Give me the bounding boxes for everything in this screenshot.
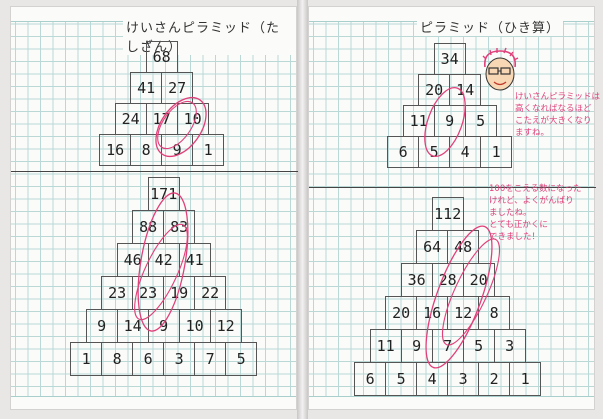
pyramid-cell: 88 (132, 210, 164, 244)
pyramid-cell: 27 (161, 72, 193, 104)
pyramid-row: 68 (146, 41, 178, 73)
pyramid-cell: 16 (99, 134, 131, 166)
page-footer-strip (11, 396, 296, 409)
pyramid-cell: 9 (401, 329, 433, 363)
pyramid-cell: 112 (432, 197, 464, 231)
pyramid-cell: 20 (385, 296, 417, 330)
pyramid-cell: 28 (432, 263, 464, 297)
pyramid-cell: 4 (449, 136, 481, 168)
pyramid-cell: 5 (463, 329, 495, 363)
pyramid-cell: 5 (418, 136, 450, 168)
pyramid-cell: 6 (387, 136, 419, 168)
pyramid-cell: 41 (179, 243, 211, 277)
teacher-comment-2: 100をこえる数になった けれど、よくがんばり ましたね。 とても正かくに でき… (489, 183, 589, 243)
pyramid-cell: 1 (192, 134, 224, 166)
pyramid-cell: 46 (117, 243, 149, 277)
section-divider (11, 171, 298, 172)
pyramid-cell: 83 (163, 210, 195, 244)
pyramid-cell: 8 (130, 134, 162, 166)
pyramid-cell: 7 (432, 329, 464, 363)
pyramid-cell: 36 (401, 263, 433, 297)
pyramid-cell: 2 (478, 362, 510, 396)
pyramid-cell: 3 (447, 362, 479, 396)
pyramid-cell: 6 (132, 342, 164, 376)
pyramid-row: 34 (434, 43, 466, 75)
pyramid-cell: 5 (225, 342, 257, 376)
pyramid-cell: 9 (161, 134, 193, 166)
page-footer-strip (309, 396, 594, 409)
pyramid-cell: 9 (434, 105, 466, 137)
teacher-face-drawing (477, 47, 523, 97)
pyramid-cell: 16 (416, 296, 448, 330)
pyramid-cell: 68 (146, 41, 178, 73)
pyramid-row: 112 (432, 197, 464, 231)
pyramid-row: 171 (148, 177, 180, 211)
pyramid-cell: 20 (463, 263, 495, 297)
pyramid-cell: 19 (163, 276, 195, 310)
pyramid-cell: 48 (447, 230, 479, 264)
pyramid-cell: 10 (177, 103, 209, 135)
pyramid-cell: 171 (148, 177, 180, 211)
right-page-title: ピラミッド（ひき算） (417, 17, 563, 36)
pyramid-cell: 5 (385, 362, 417, 396)
pyramid-cell: 8 (478, 296, 510, 330)
pyramid-cell: 24 (115, 103, 147, 135)
pyramid-cell: 11 (370, 329, 402, 363)
pyramid-cell: 20 (418, 74, 450, 106)
pyramid-cell: 42 (148, 243, 180, 277)
pyramid-cell: 9 (86, 309, 118, 343)
pyramid-cell: 23 (101, 276, 133, 310)
pyramid-cell: 8 (101, 342, 133, 376)
pyramid-cell: 41 (130, 72, 162, 104)
pyramid-cell: 7 (194, 342, 226, 376)
pyramid-cell: 14 (117, 309, 149, 343)
pyramid-cell: 17 (146, 103, 178, 135)
pyramid-cell: 1 (70, 342, 102, 376)
pyramid-cell: 9 (148, 309, 180, 343)
pyramid-cell: 64 (416, 230, 448, 264)
teacher-comment-1: けいさんピラミッドは 高くなればなるほど こたえが大きくなり ますね。 (515, 91, 603, 139)
pyramid-cell: 10 (179, 309, 211, 343)
pyramid-cell: 3 (163, 342, 195, 376)
pyramid-cell: 3 (494, 329, 526, 363)
pyramid-cell: 11 (403, 105, 435, 137)
pyramid-cell: 12 (210, 309, 242, 343)
pyramid-cell: 34 (434, 43, 466, 75)
pyramid-cell: 23 (132, 276, 164, 310)
pyramid-cell: 22 (194, 276, 226, 310)
pyramid-cell: 12 (447, 296, 479, 330)
pyramid-cell: 1 (480, 136, 512, 168)
pyramid-cell: 5 (465, 105, 497, 137)
pyramid-cell: 6 (354, 362, 386, 396)
pyramid-cell: 1 (509, 362, 541, 396)
pyramid-cell: 4 (416, 362, 448, 396)
notebook-spine (297, 0, 308, 419)
